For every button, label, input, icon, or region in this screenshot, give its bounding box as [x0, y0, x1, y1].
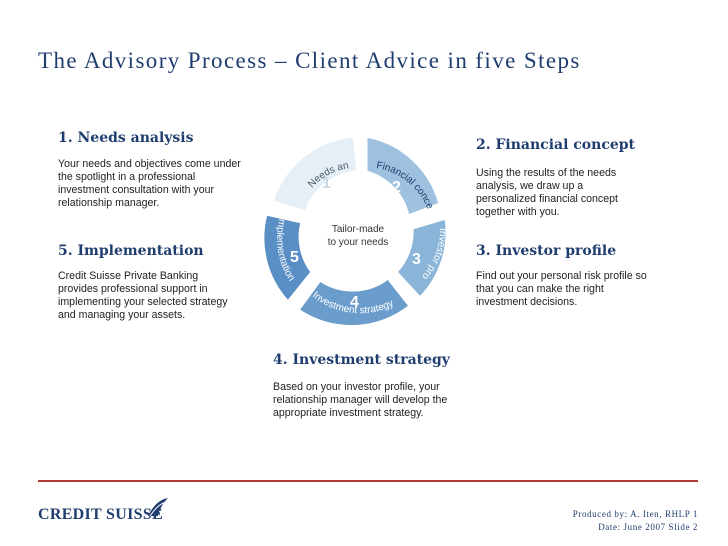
- credit-suisse-logo: CREDIT SUISSE: [38, 506, 163, 523]
- step-2-heading: 2. Financial concept: [476, 137, 636, 153]
- segment-investment-strategy: [295, 275, 413, 329]
- slide-title: The Advisory Process – Client Advice in …: [38, 48, 581, 73]
- produced-by-text: Produced by: A. Iten, RHLP 1: [572, 509, 698, 519]
- step-4-heading: 4. Investment strategy: [273, 352, 450, 368]
- footer-divider: [38, 480, 698, 482]
- date-slide-text: Date: June 2007 Slide 2: [598, 522, 698, 532]
- sail-icon: [148, 498, 168, 517]
- segment-financial-concept: [364, 134, 442, 219]
- step-4-text: Based on your investor profile, your rel…: [273, 381, 448, 419]
- segment-needs-analysis: [270, 134, 360, 214]
- segment-1-number: 1: [322, 175, 331, 192]
- advisory-cycle-diagram: Tailor-made to your needs Needs analysis…: [250, 120, 449, 329]
- segment-3-number: 3: [412, 251, 421, 268]
- step-5-text: Credit Suisse Private Banking provides p…: [58, 270, 228, 321]
- segment-5-number: 5: [290, 249, 299, 266]
- step-2-text: Using the results of the needs analysis,…: [476, 167, 618, 218]
- step-3-heading: 3. Investor profile: [476, 243, 617, 259]
- center-label-line2: to your needs: [328, 237, 389, 248]
- diagram-center: [306, 178, 410, 282]
- segment-implementation: [261, 212, 314, 305]
- step-5-heading: 5. Implementation: [58, 243, 204, 259]
- segment-2-number: 2: [392, 179, 401, 196]
- segment-investor-profile: [393, 216, 449, 301]
- center-label-line1: Tailor-made: [332, 224, 385, 235]
- produced-by-info: Produced by: A. Iten, RHLP 1 Date: June …: [573, 508, 698, 534]
- segment-4-number: 4: [350, 294, 359, 311]
- step-1-text: Your needs and objectives come under the…: [58, 158, 241, 209]
- step-1-heading: 1. Needs analysis: [58, 130, 194, 146]
- step-3-text: Find out your personal risk profile so t…: [476, 270, 647, 308]
